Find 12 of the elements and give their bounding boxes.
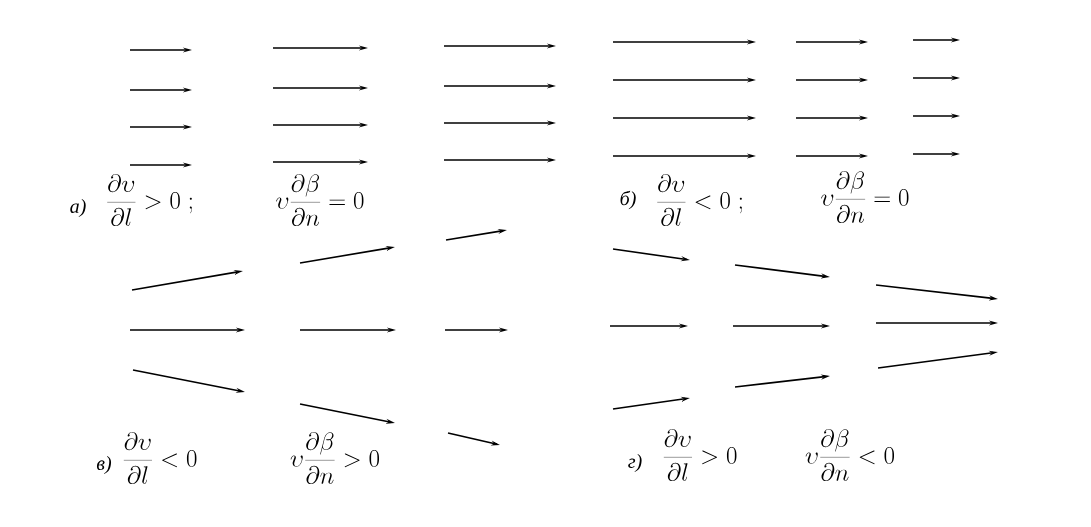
formula: $\upsilon\frac{\partial\beta}{\partial n}=0$ <box>276 173 364 227</box>
formula: $\upsilon\frac{\partial\beta}{\partial n}=0$ <box>821 170 909 224</box>
formula: $\upsilon\frac{\partial\beta}{\partial n}>0$ <box>290 431 379 485</box>
formula: $\frac{\partial\upsilon}{\partial l}>0$ <box>663 428 737 482</box>
formula: $\frac{\partial\upsilon}{\partial l}>0\;;$ <box>107 173 192 227</box>
panel-letter: а) <box>70 198 86 218</box>
formula: $\upsilon\frac{\partial\beta}{\partial n}<0$ <box>805 428 894 482</box>
panel-letter: г) <box>628 453 642 473</box>
formula: $\frac{\partial\upsilon}{\partial l}<0\;;$ <box>657 173 742 227</box>
panel-letter: б) <box>620 190 636 210</box>
formula: $\frac{\partial\upsilon}{\partial l}<0$ <box>123 431 197 485</box>
panel-letter: в) <box>96 455 112 475</box>
